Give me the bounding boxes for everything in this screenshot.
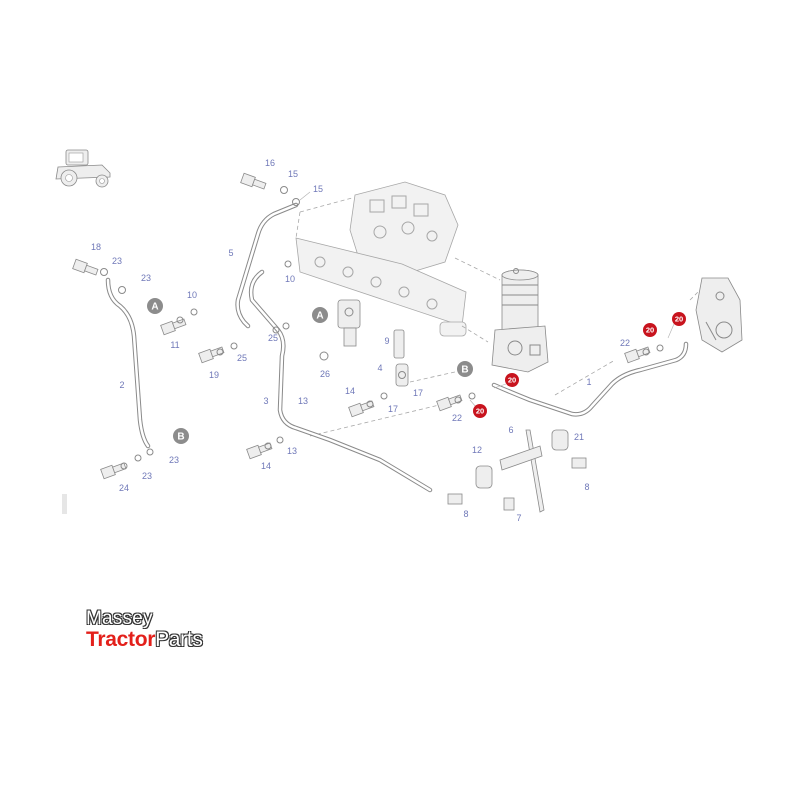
pipe-5 (235, 202, 299, 329)
diagram-code-mark (62, 494, 67, 514)
letter-marker-label: A (151, 302, 158, 313)
brand-tractor: Tractor (86, 628, 156, 651)
banjo-bolt (100, 462, 127, 480)
letter-marker-circle (173, 428, 189, 444)
letter-marker: B (457, 361, 473, 377)
red-callout-circle (643, 323, 657, 337)
callout-number: 5 (228, 248, 233, 258)
letter-marker-circle (457, 361, 473, 377)
callout-number: 8 (584, 482, 589, 492)
callout-number: 15 (288, 169, 298, 179)
letter-marker: A (147, 298, 163, 314)
callout-number: 3 (263, 396, 268, 406)
dashed-outline (295, 197, 701, 437)
callout-number: 25 (268, 333, 278, 343)
callout-number: 26 (320, 369, 330, 379)
valve (337, 299, 361, 347)
red-callout: 20 (672, 312, 686, 326)
callout-number: 11 (170, 340, 179, 350)
red-callout-number: 20 (675, 315, 683, 324)
banjo-bolt (246, 442, 273, 460)
red-callout-circle (505, 373, 519, 387)
callout-number: 13 (298, 396, 308, 406)
callout-number: 22 (620, 338, 630, 348)
brand-line-1: Massey (86, 608, 153, 629)
banjo-bolt (198, 346, 225, 364)
letter-marker-circle (312, 307, 328, 323)
red-callout: 20 (643, 323, 657, 337)
letter-markers: A A B B (147, 298, 473, 444)
callout-number: 13 (287, 446, 297, 456)
callout-number: 4 (377, 363, 382, 373)
callout-number: 18 (91, 242, 101, 252)
callout-number: 10 (285, 274, 295, 284)
callout-number: 1 (586, 377, 591, 387)
clamp-21 (551, 429, 587, 469)
banjo-bolt (72, 258, 99, 276)
callout-number: 23 (141, 273, 151, 283)
letter-marker-circle (147, 298, 163, 314)
callout-number: 23 (142, 471, 152, 481)
fuel-connector (393, 329, 409, 387)
callout-number: 25 (237, 353, 247, 363)
tractor-icon (55, 149, 111, 188)
red-callout-number: 20 (646, 326, 654, 335)
letter-marker-label: B (461, 365, 468, 376)
brand-logo: Massey TractorParts (86, 608, 256, 656)
leader-lines (299, 191, 675, 408)
pump-bracket (695, 277, 743, 353)
callout-number: 7 (516, 513, 521, 523)
callout-number: 17 (388, 404, 398, 414)
callout-number: 8 (463, 509, 468, 519)
fuel-filter (491, 268, 549, 373)
washers (100, 186, 664, 470)
brand-line-2: TractorParts (86, 628, 203, 652)
clamp-12 (447, 465, 493, 505)
red-callout: 20 (505, 373, 519, 387)
callout-number: 17 (413, 388, 423, 398)
banjo-bolt (436, 394, 463, 412)
fittings (72, 172, 651, 513)
callout-number: 23 (112, 256, 122, 266)
callout-number: 22 (452, 413, 462, 423)
callout-number: 24 (119, 483, 129, 493)
callout-number: 14 (261, 461, 271, 471)
bolt-7 (503, 497, 515, 511)
callout-number: 10 (187, 290, 197, 300)
callout-number: 12 (472, 445, 482, 455)
brand-parts: Parts (155, 628, 203, 651)
callout-number: 23 (169, 455, 179, 465)
red-callouts: 20 20 20 20 (473, 312, 686, 418)
callout-number: 21 (574, 432, 584, 442)
red-callout-circle (672, 312, 686, 326)
pipe-3 (248, 269, 433, 493)
letter-marker-label: B (177, 432, 184, 443)
pipe-1 (491, 341, 689, 417)
banjo-bolt (240, 172, 267, 190)
red-callout-circle (473, 404, 487, 418)
red-callout-number: 20 (476, 407, 484, 416)
letter-marker-label: A (316, 311, 323, 322)
red-callout: 20 (473, 404, 487, 418)
callout-number: 14 (345, 386, 355, 396)
callout-number: 16 (265, 158, 275, 168)
red-callout-number: 20 (508, 376, 516, 385)
callout-number: 6 (508, 425, 513, 435)
pipe-2 (105, 277, 151, 449)
callout-number: 19 (209, 370, 219, 380)
banjo-bolt (348, 400, 375, 418)
callout-number: 15 (313, 184, 323, 194)
letter-marker: B (173, 428, 189, 444)
callout-number: 9 (384, 336, 389, 346)
letter-marker: A (312, 307, 328, 323)
engine-block (295, 181, 467, 337)
bracket-6 (499, 429, 545, 513)
callout-number: 2 (119, 380, 124, 390)
